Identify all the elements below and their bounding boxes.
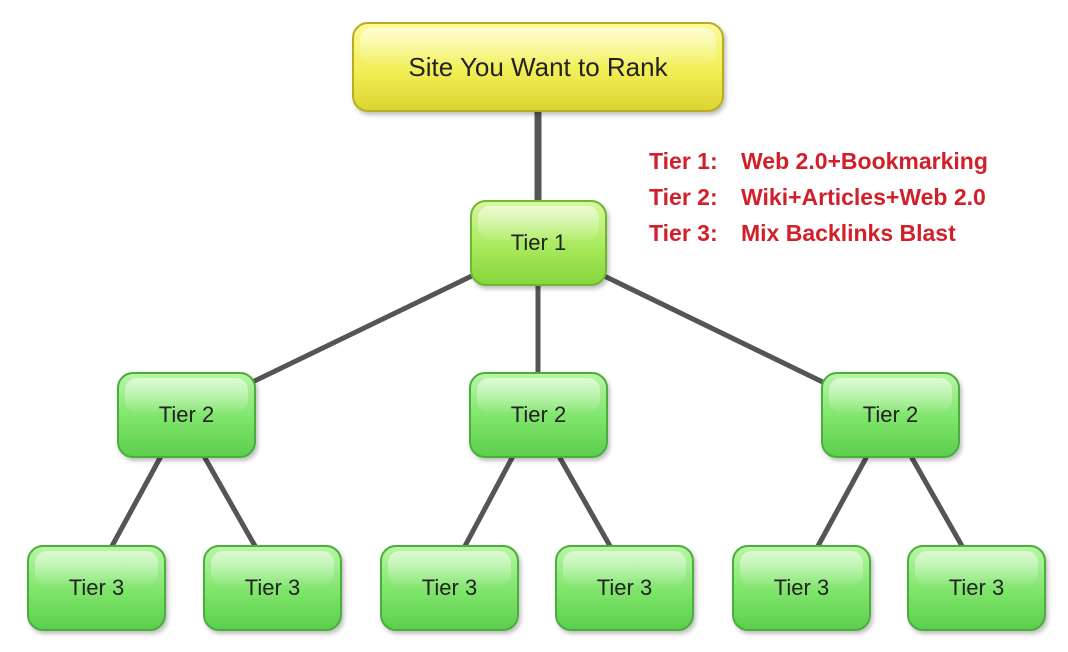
tier3-node-label: Tier 3: [773, 575, 830, 600]
legend-item-tier3: Tier 3: Mix Backlinks Blast: [649, 215, 988, 251]
legend-tier-description: Wiki+Articles+Web 2.0: [741, 184, 986, 210]
tier3-node: Tier 3: [907, 545, 1046, 631]
tier1-node: Tier 1: [470, 200, 607, 286]
tier3-node-label: Tier 3: [244, 575, 301, 600]
tier3-node: Tier 3: [27, 545, 166, 631]
legend-tier-label: Tier 3:: [649, 220, 718, 246]
legend-tier-label: Tier 2:: [649, 184, 718, 210]
root-node-label: Site You Want to Rank: [408, 51, 668, 82]
legend-item-tier2: Tier 2: Wiki+Articles+Web 2.0: [649, 179, 988, 215]
tier2-node-label: Tier 2: [158, 402, 215, 427]
tier2-node-label: Tier 2: [510, 402, 567, 427]
connector-tier2c-tier3f: [909, 455, 965, 549]
tier3-node: Tier 3: [380, 545, 519, 631]
connector-tier2a-tier3a: [109, 455, 163, 549]
root-node: Site You Want to Rank: [352, 22, 724, 112]
legend-tier-description: Mix Backlinks Blast: [741, 220, 956, 246]
connector-tier1-tier2-right: [593, 269, 838, 391]
tier3-node-label: Tier 3: [421, 575, 478, 600]
tier3-node-label: Tier 3: [596, 575, 653, 600]
legend-tier-description: Web 2.0+Bookmarking: [741, 148, 988, 174]
tier2-node: Tier 2: [821, 372, 960, 458]
connector-tier2b-tier3c: [462, 455, 515, 549]
connector-tier2b-tier3d: [557, 455, 613, 549]
legend-item-tier1: Tier 1: Web 2.0+Bookmarking: [649, 143, 988, 179]
legend-tier-label: Tier 1:: [649, 148, 718, 174]
connector-tier1-tier2-left: [237, 269, 483, 391]
tier3-node-label: Tier 3: [68, 575, 125, 600]
connector-tier2a-tier3b: [202, 455, 258, 549]
tier2-node: Tier 2: [117, 372, 256, 458]
tier2-node-label: Tier 2: [862, 402, 919, 427]
tier3-node-label: Tier 3: [948, 575, 1005, 600]
tier1-node-label: Tier 1: [510, 230, 567, 255]
connector-tier2c-tier3e: [815, 455, 869, 549]
tier2-node: Tier 2: [469, 372, 608, 458]
tier3-node: Tier 3: [732, 545, 871, 631]
tier3-node: Tier 3: [555, 545, 694, 631]
tier3-node: Tier 3: [203, 545, 342, 631]
tier-legend: Tier 1: Web 2.0+Bookmarking Tier 2: Wiki…: [649, 143, 988, 251]
